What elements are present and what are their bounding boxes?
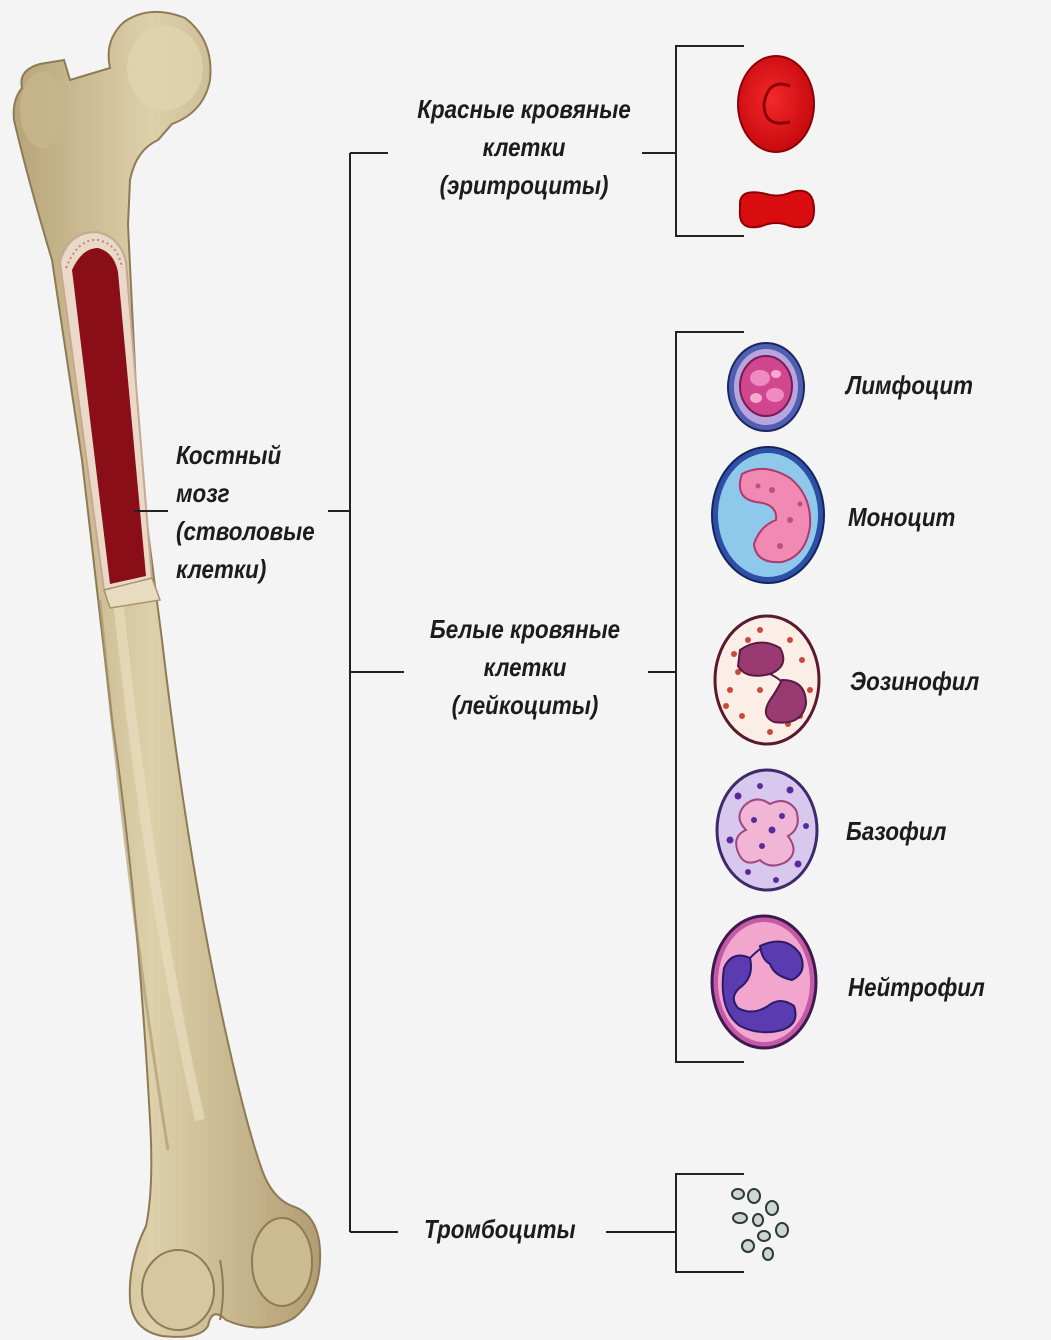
erythrocyte-side-icon: [740, 191, 814, 227]
white-cells-label: Белые кровяные клетки (лейкоциты): [400, 610, 649, 724]
platelets-bracket: [676, 1174, 744, 1272]
eosinophil-icon: [715, 616, 819, 744]
red-cells-bracket: [676, 46, 744, 236]
red-cells-label: Красные кровяные клетки (эритроциты): [395, 90, 653, 204]
bone-marrow-line-2: мозг: [176, 474, 315, 512]
bone-marrow-line-3: (стволовые: [176, 512, 315, 550]
basophil-icon: [717, 770, 817, 890]
lymphocyte-label: Лимфоцит: [846, 366, 973, 404]
red-cells-line-2: клетки: [395, 128, 653, 166]
femur-bone: [14, 12, 320, 1337]
bone-marrow-line-1: Костный: [176, 436, 315, 474]
erythrocyte-front-icon: [738, 56, 814, 152]
basophil-label: Базофил: [846, 812, 946, 850]
neutrophil-label: Нейтрофил: [848, 968, 985, 1006]
white-cells-line-1: Белые кровяные: [400, 610, 649, 648]
red-cells-line-3: (эритроциты): [395, 166, 653, 204]
monocyte-icon: [712, 447, 824, 583]
monocyte-label: Моноцит: [848, 498, 955, 536]
white-cells-line-3: (лейкоциты): [400, 686, 649, 724]
white-cells-line-2: клетки: [400, 648, 649, 686]
lymphocyte-icon: [728, 343, 804, 431]
bone-marrow-line-4: клетки): [176, 550, 315, 588]
neutrophil-icon: [712, 916, 816, 1048]
platelets-icon: [732, 1189, 788, 1260]
eosinophil-label: Эозинофил: [850, 662, 979, 700]
red-cells-line-1: Красные кровяные: [395, 90, 653, 128]
bone-marrow-label: Костный мозг (стволовые клетки): [176, 436, 315, 588]
platelets-label: Тромбоциты: [424, 1210, 576, 1248]
